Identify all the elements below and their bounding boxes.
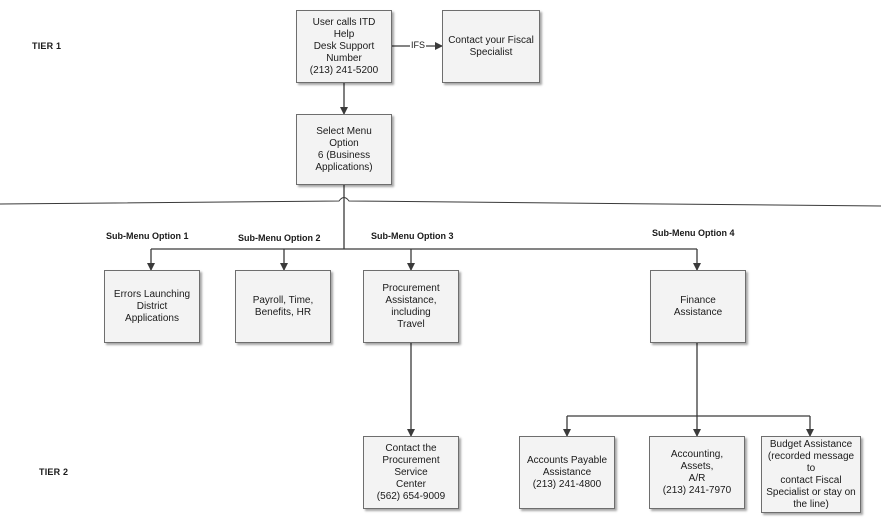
payroll-node: Payroll, Time, Benefits, HR [235,270,331,343]
tier-2-label: TIER 2 [39,467,69,477]
node-line: Accounts Payable [526,454,608,466]
procurement-center-node: Contact the Procurement Service Center (… [363,436,459,509]
node-line: Specialist or stay on [766,486,856,498]
contact-fiscal-node: Contact your Fiscal Specialist [442,10,540,83]
tier-divider-line [0,197,881,207]
menu-option-6-node: Select Menu Option 6 (Business Applicati… [296,114,392,185]
helpdesk-call-node: User calls ITD Help Desk Support Number … [296,10,392,83]
node-line: Contact the [385,442,437,454]
node-line: Select Menu Option [316,125,372,149]
node-line: (213) 241-4800 [532,478,602,490]
sub-menu-option-2-label: Sub-Menu Option 2 [238,233,321,243]
sub-menu-option-4-label: Sub-Menu Option 4 [652,228,735,238]
node-line: Contact your Fiscal [448,34,534,46]
node-line: Procurement [382,282,440,294]
node-line: Desk Support [313,40,375,52]
node-line: Finance Assistance [673,294,723,318]
node-line: Specialist [469,46,513,58]
node-line: Benefits, HR [254,306,312,318]
procurement-node: Procurement Assistance, including Travel [363,270,459,343]
node-line: 6 (Business [317,149,371,161]
accounting-assets-node: Accounting, Assets, A/R (213) 241-7970 [649,436,745,509]
node-line: (213) 241-7970 [662,484,732,496]
tier-1-label: TIER 1 [32,41,62,51]
node-line: Assistance [542,466,592,478]
sub-menu-option-3-label: Sub-Menu Option 3 [371,231,454,241]
node-line: Travel [397,318,425,330]
node-line: (562) 654-9009 [376,490,446,502]
node-line: Payroll, Time, [252,294,314,306]
errors-launching-node: Errors Launching District Applications [104,270,200,343]
accounts-payable-node: Accounts Payable Assistance (213) 241-48… [519,436,615,509]
node-line: Errors Launching [113,288,191,300]
finance-assistance-node: Finance Assistance [650,270,746,343]
node-line: (213) 241-5200 [309,64,379,76]
node-line: the line) [793,498,829,510]
node-line: (recorded message to [767,450,855,474]
sub-menu-option-1-label: Sub-Menu Option 1 [106,231,189,241]
node-line: Accounting, Assets, [670,448,724,472]
node-line: contact Fiscal [780,474,842,486]
node-line: Applications) [315,161,373,173]
node-line: Assistance, including [385,294,437,318]
node-line: Budget Assistance [769,438,853,450]
node-line: District Applications [125,300,179,324]
node-line: A/R [688,472,706,484]
ifs-edge-label: IFS [410,40,427,50]
node-line: User calls ITD Help [312,16,376,40]
node-line: Procurement Service [382,454,440,478]
node-line: Number [326,52,362,64]
node-line: Center [395,478,426,490]
budget-assistance-node: Budget Assistance (recorded message to c… [761,436,861,513]
